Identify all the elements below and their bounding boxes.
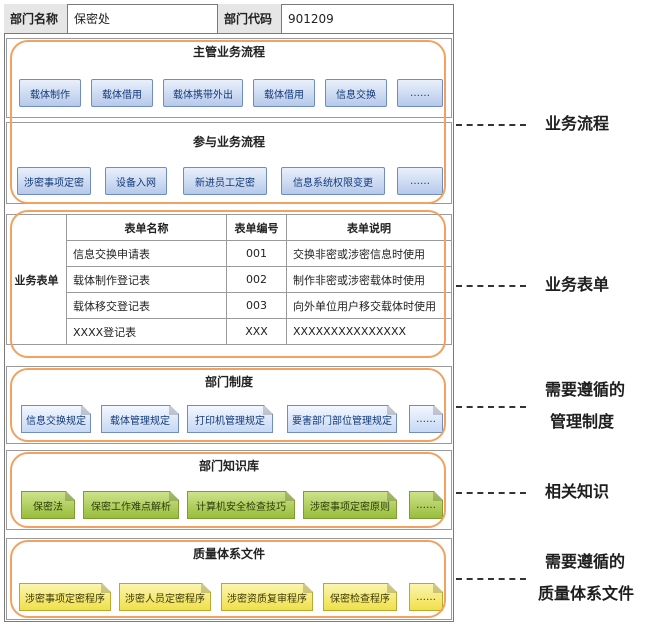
- annotation-forms: 业务表单: [545, 275, 610, 294]
- process-more-2[interactable]: ……: [397, 167, 443, 195]
- knowledge-title: 部门知识库: [198, 459, 259, 473]
- form-code: 002: [226, 266, 287, 293]
- participate-process-section: 参与业务流程 涉密事项定密 设备入网 新进员工定密 信息系统权限变更 ……: [6, 122, 452, 204]
- process-permission-change[interactable]: 信息系统权限变更: [281, 167, 385, 195]
- knowledge-difficulty-analysis[interactable]: 保密工作难点解析: [83, 491, 179, 519]
- dept-rules-section: 部门制度 信息交换规定 载体管理规定 打印机管理规定 要害部门部位管理规定 ……: [6, 366, 452, 444]
- form-desc: 交换非密或涉密信息时使用: [286, 240, 452, 267]
- dept-name-label: 部门名称: [4, 4, 68, 33]
- forms-header-name: 表单名称: [66, 214, 227, 241]
- department-header: 部门名称 保密处 部门代码 901209: [4, 4, 454, 34]
- connector-knowledge: [456, 492, 526, 494]
- process-device-network[interactable]: 设备入网: [105, 167, 167, 195]
- annotation-rules-line2: 管理制度: [550, 412, 615, 431]
- process-carrier-carry-out[interactable]: 载体携带外出: [163, 79, 243, 107]
- form-code: 001: [226, 240, 287, 267]
- quality-secret-item-procedure[interactable]: 涉密事项定密程序: [19, 583, 111, 611]
- knowledge-classify-principle[interactable]: 涉密事项定密原则: [303, 491, 397, 519]
- forms-header-desc: 表单说明: [286, 214, 452, 241]
- table-row: 信息交换申请表 001 交换非密或涉密信息时使用: [7, 240, 452, 267]
- knowledge-security-check[interactable]: 计算机安全检查技巧: [187, 491, 295, 519]
- dept-rules-title: 部门制度: [204, 375, 253, 389]
- quality-staff-procedure[interactable]: 涉密人员定密程序: [119, 583, 211, 611]
- connector-forms: [456, 285, 526, 287]
- dept-name-value: 保密处: [68, 4, 218, 33]
- main-process-title: 主管业务流程: [192, 45, 265, 59]
- annotation-knowledge: 相关知识: [545, 482, 610, 501]
- forms-row-label: 业务表单: [6, 214, 67, 345]
- quality-qualification-review[interactable]: 涉密资质复审程序: [221, 583, 313, 611]
- process-info-exchange[interactable]: 信息交换: [325, 79, 387, 107]
- dept-code-label: 部门代码: [218, 4, 282, 33]
- process-secret-item-classify[interactable]: 涉密事项定密: [17, 167, 91, 195]
- table-row: 载体制作登记表 002 制作非密或涉密载体时使用: [7, 266, 452, 293]
- form-desc: 制作非密或涉密载体时使用: [286, 266, 452, 293]
- process-carrier-make[interactable]: 载体制作: [19, 79, 81, 107]
- participate-process-title: 参与业务流程: [192, 135, 265, 149]
- process-new-staff-classify[interactable]: 新进员工定密: [183, 167, 267, 195]
- form-code: 003: [226, 292, 287, 319]
- quality-section: 质量体系文件 涉密事项定密程序 涉密人员定密程序 涉密资质复审程序 保密检查程序…: [6, 538, 452, 620]
- knowledge-section: 部门知识库 保密法 保密工作难点解析 计算机安全检查技巧 涉密事项定密原则 ……: [6, 450, 452, 530]
- dept-code-value: 901209: [288, 11, 334, 26]
- form-name[interactable]: 载体移交登记表: [66, 292, 227, 319]
- quality-more[interactable]: ……: [409, 583, 443, 611]
- form-desc: XXXXXXXXXXXXXXX: [286, 318, 452, 345]
- annotation-process: 业务流程: [545, 114, 610, 133]
- knowledge-secrecy-law[interactable]: 保密法: [21, 491, 75, 519]
- process-more[interactable]: ……: [397, 79, 443, 107]
- annotation-quality-line1: 需要遵循的: [545, 552, 626, 571]
- process-carrier-borrow-2[interactable]: 载体借用: [253, 79, 315, 107]
- table-row: XXXX登记表 XXX XXXXXXXXXXXXXXX: [7, 318, 452, 345]
- forms-table: 业务表单 表单名称 表单编号 表单说明 信息交换申请表 001 交换非密或涉密信…: [6, 214, 452, 345]
- form-name[interactable]: 载体制作登记表: [66, 266, 227, 293]
- forms-header-code: 表单编号: [226, 214, 287, 241]
- connector-rules: [456, 406, 526, 408]
- rule-key-department[interactable]: 要害部门部位管理规定: [287, 405, 397, 433]
- connector-process: [456, 124, 526, 126]
- quality-title: 质量体系文件: [192, 547, 265, 561]
- rule-carrier-management[interactable]: 载体管理规定: [101, 405, 179, 433]
- main-process-section: 主管业务流程 载体制作 载体借用 载体携带外出 载体借用 信息交换 ……: [6, 38, 452, 118]
- form-name[interactable]: 信息交换申请表: [66, 240, 227, 267]
- form-code: XXX: [226, 318, 287, 345]
- process-carrier-borrow[interactable]: 载体借用: [91, 79, 153, 107]
- form-desc: 向外单位用户移交载体时使用: [286, 292, 452, 319]
- annotation-rules-line1: 需要遵循的: [545, 380, 626, 399]
- connector-quality: [456, 578, 526, 580]
- knowledge-more[interactable]: ……: [409, 491, 443, 519]
- rule-info-exchange[interactable]: 信息交换规定: [21, 405, 91, 433]
- quality-inspection-procedure[interactable]: 保密检查程序: [323, 583, 397, 611]
- forms-header-row: 业务表单 表单名称 表单编号 表单说明: [6, 214, 452, 345]
- annotation-quality-line2: 质量体系文件: [538, 584, 635, 603]
- table-row: 载体移交登记表 003 向外单位用户移交载体时使用: [7, 292, 452, 319]
- rule-printer-management[interactable]: 打印机管理规定: [187, 405, 273, 433]
- rule-more[interactable]: ……: [409, 405, 443, 433]
- form-name[interactable]: XXXX登记表: [66, 318, 227, 345]
